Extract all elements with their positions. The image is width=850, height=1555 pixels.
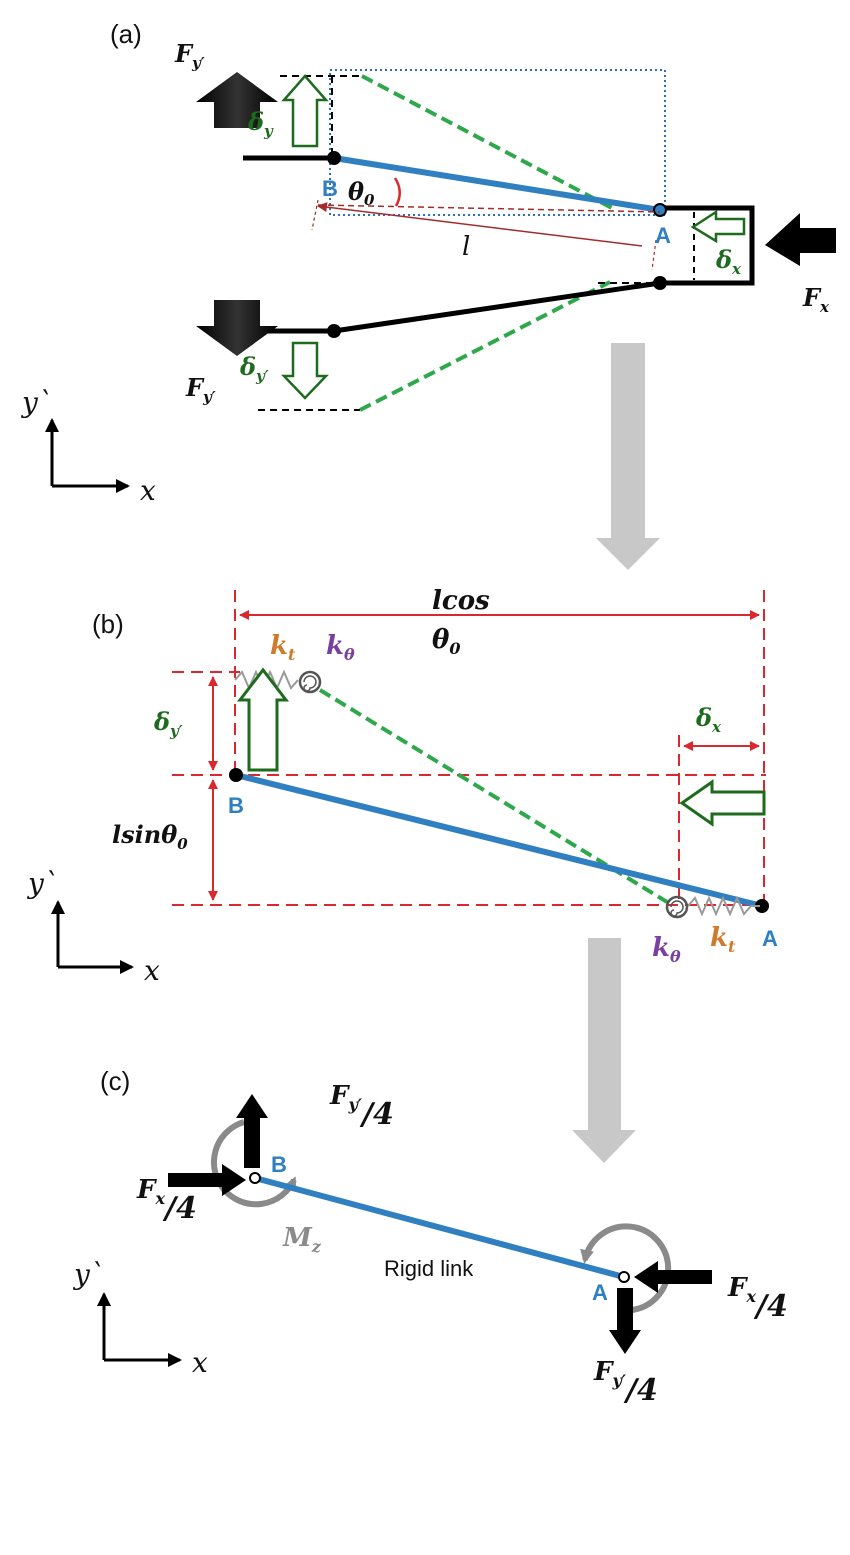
moment-a [580,1223,672,1313]
kt-label-top: kt [270,631,296,664]
delta-y-label: δy [247,107,274,140]
force-x-arrow [765,213,836,266]
delta-x-arrow [690,209,746,244]
axes-a: y` x [20,386,156,507]
transition-arrow-1 [596,343,660,570]
axis-x-label-c: x [192,1346,208,1379]
panel-c: (c) Fy′/4 Fx/4 B Mz Rigid link A Fx/4 Fy… [72,1066,788,1408]
force-x-right-c [168,1164,246,1196]
force-x-label-c-right: Fx/4 [727,1273,788,1324]
label-a-b: A [762,926,778,951]
torsional-spring-bottom [665,895,689,919]
reference-horizontal [317,204,661,213]
joint-a-b [755,899,769,913]
joint-b-c [249,1172,261,1184]
transition-arrow-2 [572,938,636,1163]
length-line [317,202,643,247]
right-frame [660,205,755,286]
lsin-label: lsinθ0 [112,820,188,853]
axis-y-label-a: y` [20,386,52,419]
force-up-arrow [196,72,278,128]
rigid-link-label: Rigid link [384,1256,474,1281]
axis-y-label-c: y` [72,1258,104,1291]
delta-x-label-b: δx [695,703,722,736]
kt-label-bottom: kt [710,923,736,956]
theta-arc [393,177,401,207]
axis-y-label-b: y` [26,867,58,900]
force-y-label-bottom: Fy′ [185,373,216,406]
label-a-c: A [592,1280,608,1305]
moment-label: Mz [282,1223,322,1256]
length-label-a: l [462,232,470,262]
joint-lower-left [327,324,341,338]
delta-y-arrow-b [236,667,290,772]
axes-b: y` x [26,867,160,987]
delta-y-prime-label: δy′ [239,352,269,385]
lcos-label: lcos [432,586,490,616]
axis-x-label-a: x [140,474,156,507]
torsional-spring-top-coil [303,675,317,692]
joint-a-c [618,1271,630,1283]
lower-link [333,280,661,334]
joint-b [327,151,341,165]
theta-label-a: θ0 [348,177,375,209]
force-y-up-c [236,1094,268,1168]
deformed-lower-link [359,280,611,412]
torsional-spring-top [298,670,322,694]
rigid-link [254,1175,625,1280]
ktheta-label-top: kθ [326,631,355,664]
label-a-a: A [655,223,671,248]
delta-x-arrow-b [679,779,766,827]
force-x-label-c-left: Fx/4 [136,1175,197,1226]
axis-x-label-b: x [144,954,160,987]
lcos-theta-label: θ0 [432,625,460,658]
link-b [235,772,763,909]
joint-a [653,203,667,217]
panel-a-label: (a) [110,19,142,49]
force-x-label: Fx [802,283,830,316]
ktheta-label-bottom: kθ [652,933,681,966]
deformed-upper-link [361,74,613,210]
panel-c-label: (c) [100,1066,130,1096]
torsional-spring-bottom-coil [670,900,684,917]
delta-y-up-arrow [281,74,329,148]
force-y-label-c-top: Fy′/4 [329,1081,394,1132]
length-tick-right [651,239,657,271]
translational-spring-bottom [687,895,760,917]
length-tick-left [311,199,319,231]
delta-y-down-arrow [281,341,329,400]
label-b-b: B [228,793,244,818]
force-down-arrow [196,300,278,356]
delta-x-label: δx [715,245,742,278]
delta-y-label-b: δy′ [153,707,183,740]
force-y-label-c-bottom: Fy′/4 [593,1357,658,1408]
joint-b-b [229,768,243,782]
axes-c: y` x [72,1258,208,1379]
label-b-a: B [322,176,338,201]
deflection-envelope [329,69,666,216]
joint-lower-right [653,276,667,290]
upper-link [333,155,661,213]
force-x-left-c [634,1261,712,1293]
force-y-label-top: Fy′ [174,39,205,72]
force-y-down-c [609,1288,641,1354]
panel-b-label: (b) [92,609,124,639]
panel-a: (a) B θ0 l A [20,19,836,507]
panel-b: (b) lcos θ0 kt kθ δy′ [26,586,778,987]
label-b-c: B [271,1152,287,1177]
